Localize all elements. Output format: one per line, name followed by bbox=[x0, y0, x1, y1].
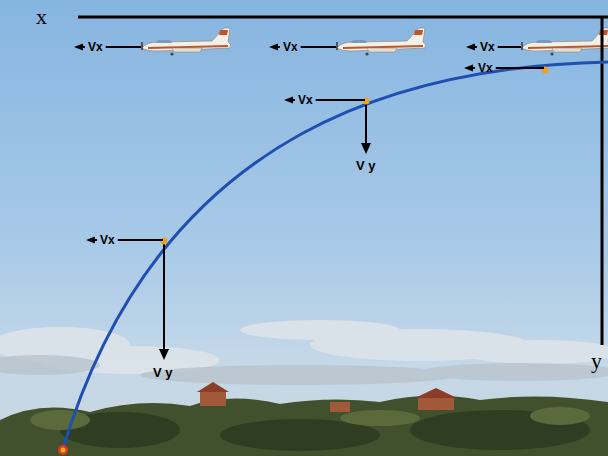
velocity-label: V y bbox=[153, 366, 173, 379]
arrow-head bbox=[269, 44, 278, 51]
axis-label: x bbox=[36, 6, 47, 28]
velocity-label: Vx bbox=[283, 41, 298, 53]
velocity-label: Vx bbox=[88, 41, 103, 53]
vector-line bbox=[474, 46, 477, 48]
vector-line bbox=[472, 67, 475, 69]
vector-line bbox=[82, 46, 85, 48]
vector-line bbox=[496, 67, 544, 69]
velocity-label: Vx bbox=[298, 94, 313, 106]
vector-line bbox=[498, 46, 521, 48]
vector-line bbox=[106, 46, 141, 48]
vector-line bbox=[277, 46, 280, 48]
vector-line bbox=[94, 239, 97, 241]
arrow-head bbox=[284, 97, 293, 104]
arrow-head bbox=[86, 237, 95, 244]
velocity-label: Vx bbox=[478, 62, 493, 74]
velocity-label: Vx bbox=[100, 234, 115, 246]
vector-line bbox=[292, 99, 295, 101]
velocity-label: V y bbox=[356, 159, 376, 172]
axis-label: y bbox=[591, 350, 602, 372]
vector-line bbox=[118, 239, 163, 241]
arrow-head bbox=[74, 44, 83, 51]
vector-line bbox=[301, 46, 336, 48]
vector-line bbox=[316, 99, 365, 101]
velocity-label: Vx bbox=[480, 41, 495, 53]
arrow-head bbox=[464, 65, 473, 72]
arrow-head bbox=[466, 44, 475, 51]
